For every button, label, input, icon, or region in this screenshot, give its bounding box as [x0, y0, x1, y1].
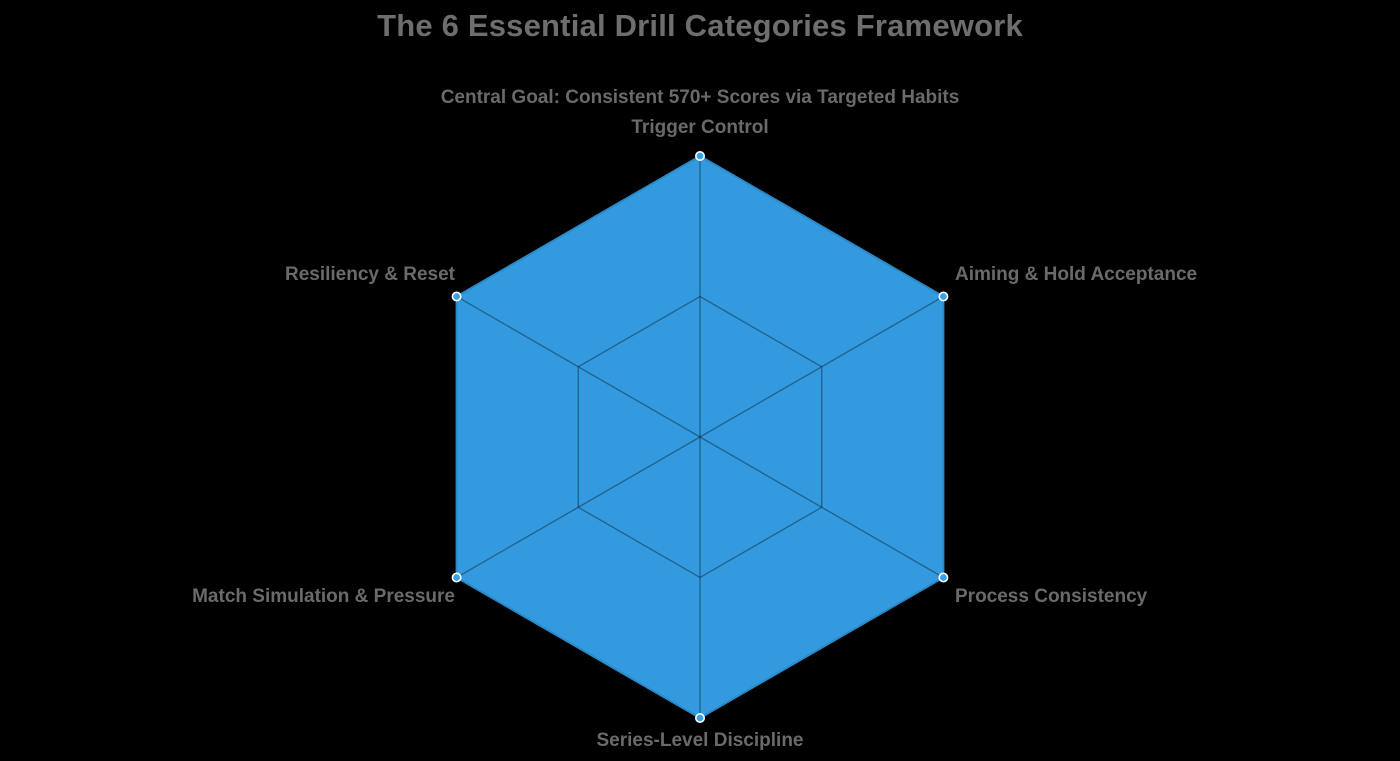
- chart-subtitle: Central Goal: Consistent 570+ Scores via…: [440, 87, 960, 108]
- radar-angle-line: [456, 295, 701, 438]
- radar-grid-ring: [577, 295, 823, 579]
- radar-angle-line: [456, 436, 701, 579]
- axis-label-series-level-discipline: Series-Level Discipline: [596, 730, 804, 751]
- radar-data-point: [694, 151, 705, 162]
- radar-angle-line: [699, 295, 944, 438]
- axis-label-aiming-hold-acceptance: Aiming & Hold Acceptance: [955, 264, 1198, 285]
- axis-label-resiliency-reset: Resiliency & Reset: [284, 264, 455, 285]
- radar-data-point: [938, 291, 949, 302]
- chart-title: The 6 Essential Drill Categories Framewo…: [377, 8, 1023, 43]
- radar-fill-area: [456, 156, 944, 718]
- radar-data-point: [451, 291, 462, 302]
- radar-angle-line: [699, 436, 944, 579]
- axis-label-process-consistency: Process Consistency: [955, 586, 1148, 607]
- radar-data-point: [938, 572, 949, 583]
- radar-data-point: [694, 712, 705, 723]
- axis-label-trigger-control: Trigger Control: [631, 117, 769, 138]
- axis-label-match-simulation-pressure: Match Simulation & Pressure: [192, 586, 455, 607]
- radar-data-point: [451, 572, 462, 583]
